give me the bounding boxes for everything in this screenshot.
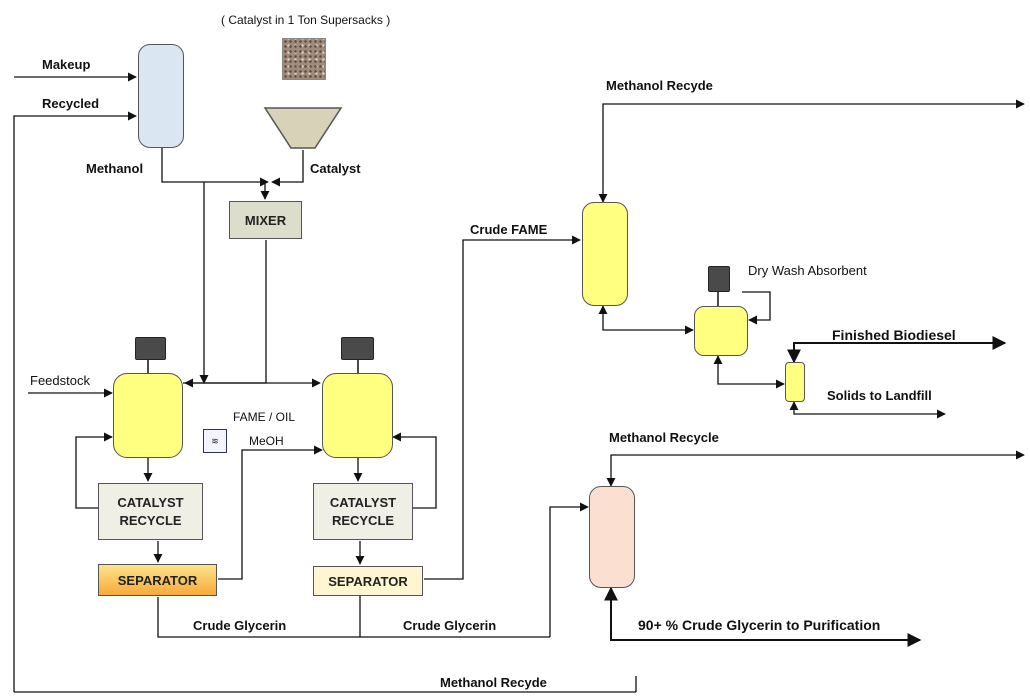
catalyst-recycle-1-line1: CATALYST <box>117 494 184 510</box>
catalyst-line <box>271 150 304 187</box>
mixer-box: MIXER <box>229 201 302 239</box>
methanol-tank <box>138 44 184 148</box>
recycled-line <box>13 111 137 692</box>
crude-fame-line <box>424 235 581 580</box>
makeup-label: Makeup <box>42 57 91 72</box>
heat-exchanger-icon: ≋ <box>203 429 227 453</box>
methanol-recycle-top-label: Methanol Recyde <box>606 78 713 93</box>
reactor1-loop-line <box>75 432 113 509</box>
glycerin-purification-line <box>604 586 922 647</box>
reactor-1 <box>113 373 183 458</box>
catalyst-sack-icon <box>282 38 326 80</box>
fame-oil-label: FAME / OIL <box>233 410 296 424</box>
catalyst-recycle-2-line2: RECYCLE <box>331 512 395 528</box>
crude-glycerin-line2 <box>549 502 589 637</box>
methanol-recycle-top-line <box>598 99 1025 203</box>
motor-icon <box>135 337 166 360</box>
catalyst-recycle-2: CATALYST RECYCLE <box>313 483 413 540</box>
separator-2: SEPARATOR <box>313 566 423 596</box>
methanol-recycle-bottom-label: Methanol Recyde <box>440 675 547 690</box>
separator-1: SEPARATOR <box>98 564 217 596</box>
catalyst-recycle-1-line2: RECYCLE <box>119 512 182 528</box>
motor-icon <box>708 266 730 292</box>
catalyst-recycle-2-line1: CATALYST <box>329 494 397 510</box>
meoh-label: MeOH <box>249 434 284 448</box>
methanol-recycle-mid-line <box>606 450 1025 487</box>
wash-to-filter-line <box>713 355 785 389</box>
reactor-2 <box>322 373 393 458</box>
crude-glycerin-label-1: Crude Glycerin <box>193 618 287 633</box>
finished-biodiesel-line <box>787 336 1007 364</box>
fame-to-wash-line <box>598 305 694 335</box>
glycerin-purification-label: 90+ % Crude Glycerin to Purification <box>638 617 881 633</box>
crude-glycerin-label-2: Crude Glycerin <box>403 618 497 633</box>
filter-vessel <box>785 362 805 402</box>
reactor2-loop-line <box>392 432 437 509</box>
crude-glycerin-line1 <box>157 597 550 638</box>
catalyst-note: ( Catalyst in 1 Ton Supersacks ) <box>221 13 391 27</box>
catalyst-recycle-1: CATALYST RECYCLE <box>98 483 203 540</box>
dry-wash-label: Dry Wash Absorbent <box>748 263 867 278</box>
crude-fame-label: Crude FAME <box>470 222 548 237</box>
catalyst-label: Catalyst <box>310 161 361 176</box>
finished-biodiesel-label: Finished Biodiesel <box>832 327 956 343</box>
methanol-recycle-mid-label: Methanol Recycle <box>609 430 719 445</box>
motor-icon <box>341 337 374 360</box>
solids-line <box>789 401 946 419</box>
dry-wash-line <box>742 291 771 325</box>
solids-landfill-label: Solids to Landfill <box>827 388 932 403</box>
methanol-line <box>161 148 269 187</box>
hopper-icon <box>263 107 343 149</box>
sep1-to-r2-line <box>218 445 323 580</box>
fame-column <box>582 202 628 306</box>
methanol-label: Methanol <box>86 161 144 176</box>
feedstock-label: Feedstock <box>30 373 90 388</box>
dry-wash-vessel <box>694 306 748 356</box>
recycled-label: Recycled <box>42 96 100 111</box>
glycerin-column <box>589 486 635 588</box>
